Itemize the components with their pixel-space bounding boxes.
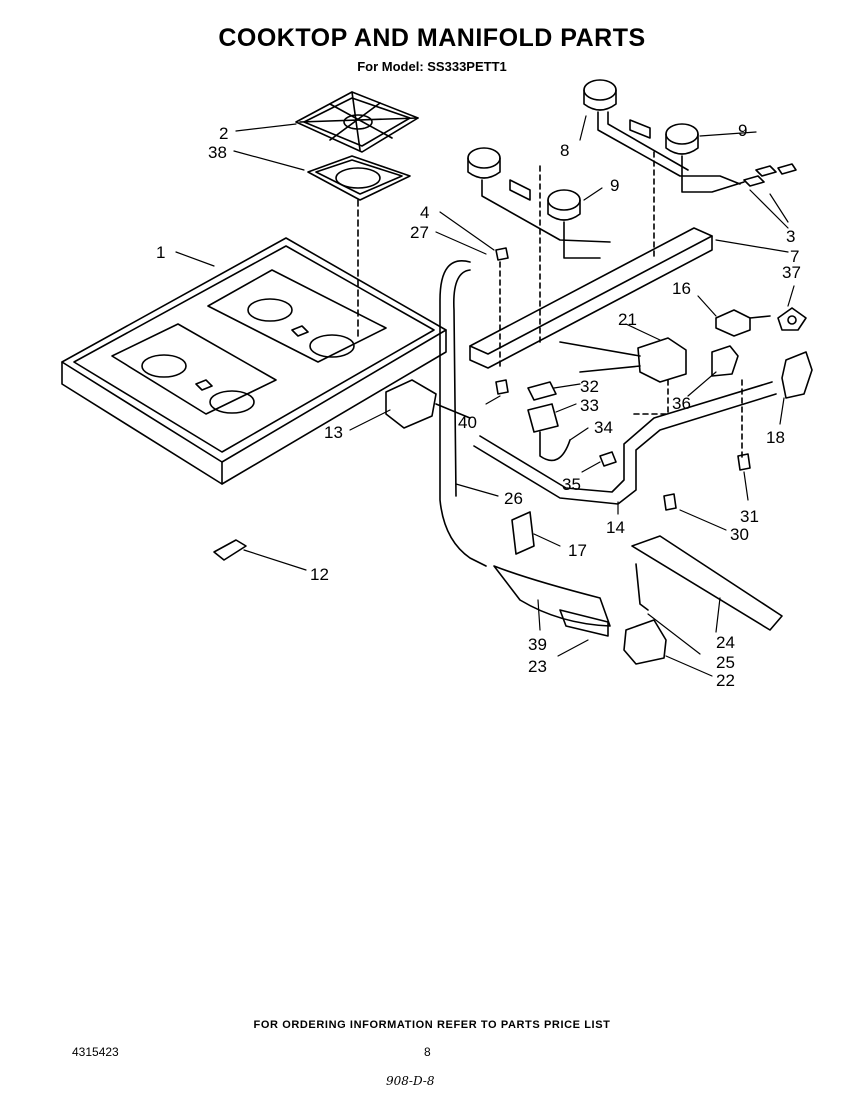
safety-valve	[715, 309, 751, 337]
pipe-bracket	[511, 511, 535, 555]
burner-support	[469, 151, 713, 369]
callout-7: 7	[790, 247, 799, 266]
pressure-regulator	[637, 337, 687, 383]
callout-39: 39	[528, 635, 547, 654]
burner-bowl	[307, 155, 411, 201]
callout-40: 40	[458, 413, 477, 432]
page-number: 8	[424, 1045, 431, 1059]
callout-35: 35	[562, 475, 581, 494]
handwritten-code: 908-D-8	[386, 1074, 435, 1088]
callout-16: 16	[672, 279, 691, 298]
screw-30	[663, 493, 677, 511]
page-title: COOKTOP AND MANIFOLD PARTS	[218, 24, 646, 52]
callout-21: 21	[618, 310, 637, 329]
callout-27: 27	[410, 223, 429, 242]
callout-23: 23	[528, 657, 547, 676]
callout-4: 4	[420, 203, 429, 222]
oven-burner	[631, 535, 783, 631]
burner-assembly-front	[467, 147, 611, 259]
igniter-shield	[493, 565, 611, 627]
callout-25: 25	[716, 653, 735, 672]
callout-32: 32	[580, 377, 599, 396]
manifold-bracket	[781, 351, 813, 399]
callout-12: 12	[310, 565, 329, 584]
ordering-note: FOR ORDERING INFORMATION REFER TO PARTS …	[253, 1019, 611, 1031]
callout-38: 38	[208, 143, 227, 162]
valve-knob	[777, 307, 807, 331]
callout-8: 8	[560, 141, 569, 160]
callout-1: 1	[156, 243, 165, 262]
callout-34: 34	[594, 418, 613, 437]
callout-9a: 9	[738, 121, 747, 140]
orifice-hoods	[743, 163, 797, 187]
callout-24: 24	[716, 633, 735, 652]
callout-33: 33	[580, 396, 599, 415]
nut	[495, 247, 509, 261]
model-subtitle: For Model: SS333PETT1	[357, 59, 507, 74]
gas-tubing	[439, 260, 487, 567]
callout-14: 14	[606, 518, 625, 537]
burner-valve	[385, 379, 437, 429]
callout-labels: 2 38 1 4 27 8 9 9 3 7 37 16 21 32 33 34 …	[156, 121, 801, 690]
callout-37: 37	[782, 263, 801, 282]
grommet	[599, 451, 617, 467]
spacer	[495, 379, 509, 395]
document-number: 4315423	[72, 1045, 119, 1059]
callout-22: 22	[716, 671, 735, 690]
callout-31: 31	[740, 507, 759, 526]
manifold-pipe	[473, 393, 777, 505]
callout-36: 36	[672, 394, 691, 413]
callout-17: 17	[568, 541, 587, 560]
callout-30: 30	[730, 525, 749, 544]
regulator-bracket	[711, 345, 739, 377]
callout-9b: 9	[610, 176, 619, 195]
ignition-wire	[539, 431, 571, 462]
callout-13: 13	[324, 423, 343, 442]
burner-assembly-rear	[583, 79, 745, 193]
clip	[213, 539, 247, 561]
oven-safety-valve	[623, 619, 667, 665]
callout-3: 3	[786, 227, 795, 246]
burner-grate	[295, 91, 419, 153]
igniter	[559, 609, 609, 637]
screw-31	[737, 453, 751, 471]
spark-module	[527, 403, 559, 433]
leader-lines	[175, 115, 795, 677]
callout-2: 2	[219, 124, 228, 143]
callout-26: 26	[504, 489, 523, 508]
cooktop	[61, 237, 447, 485]
ignition-bracket	[527, 381, 557, 401]
callout-18: 18	[766, 428, 785, 447]
